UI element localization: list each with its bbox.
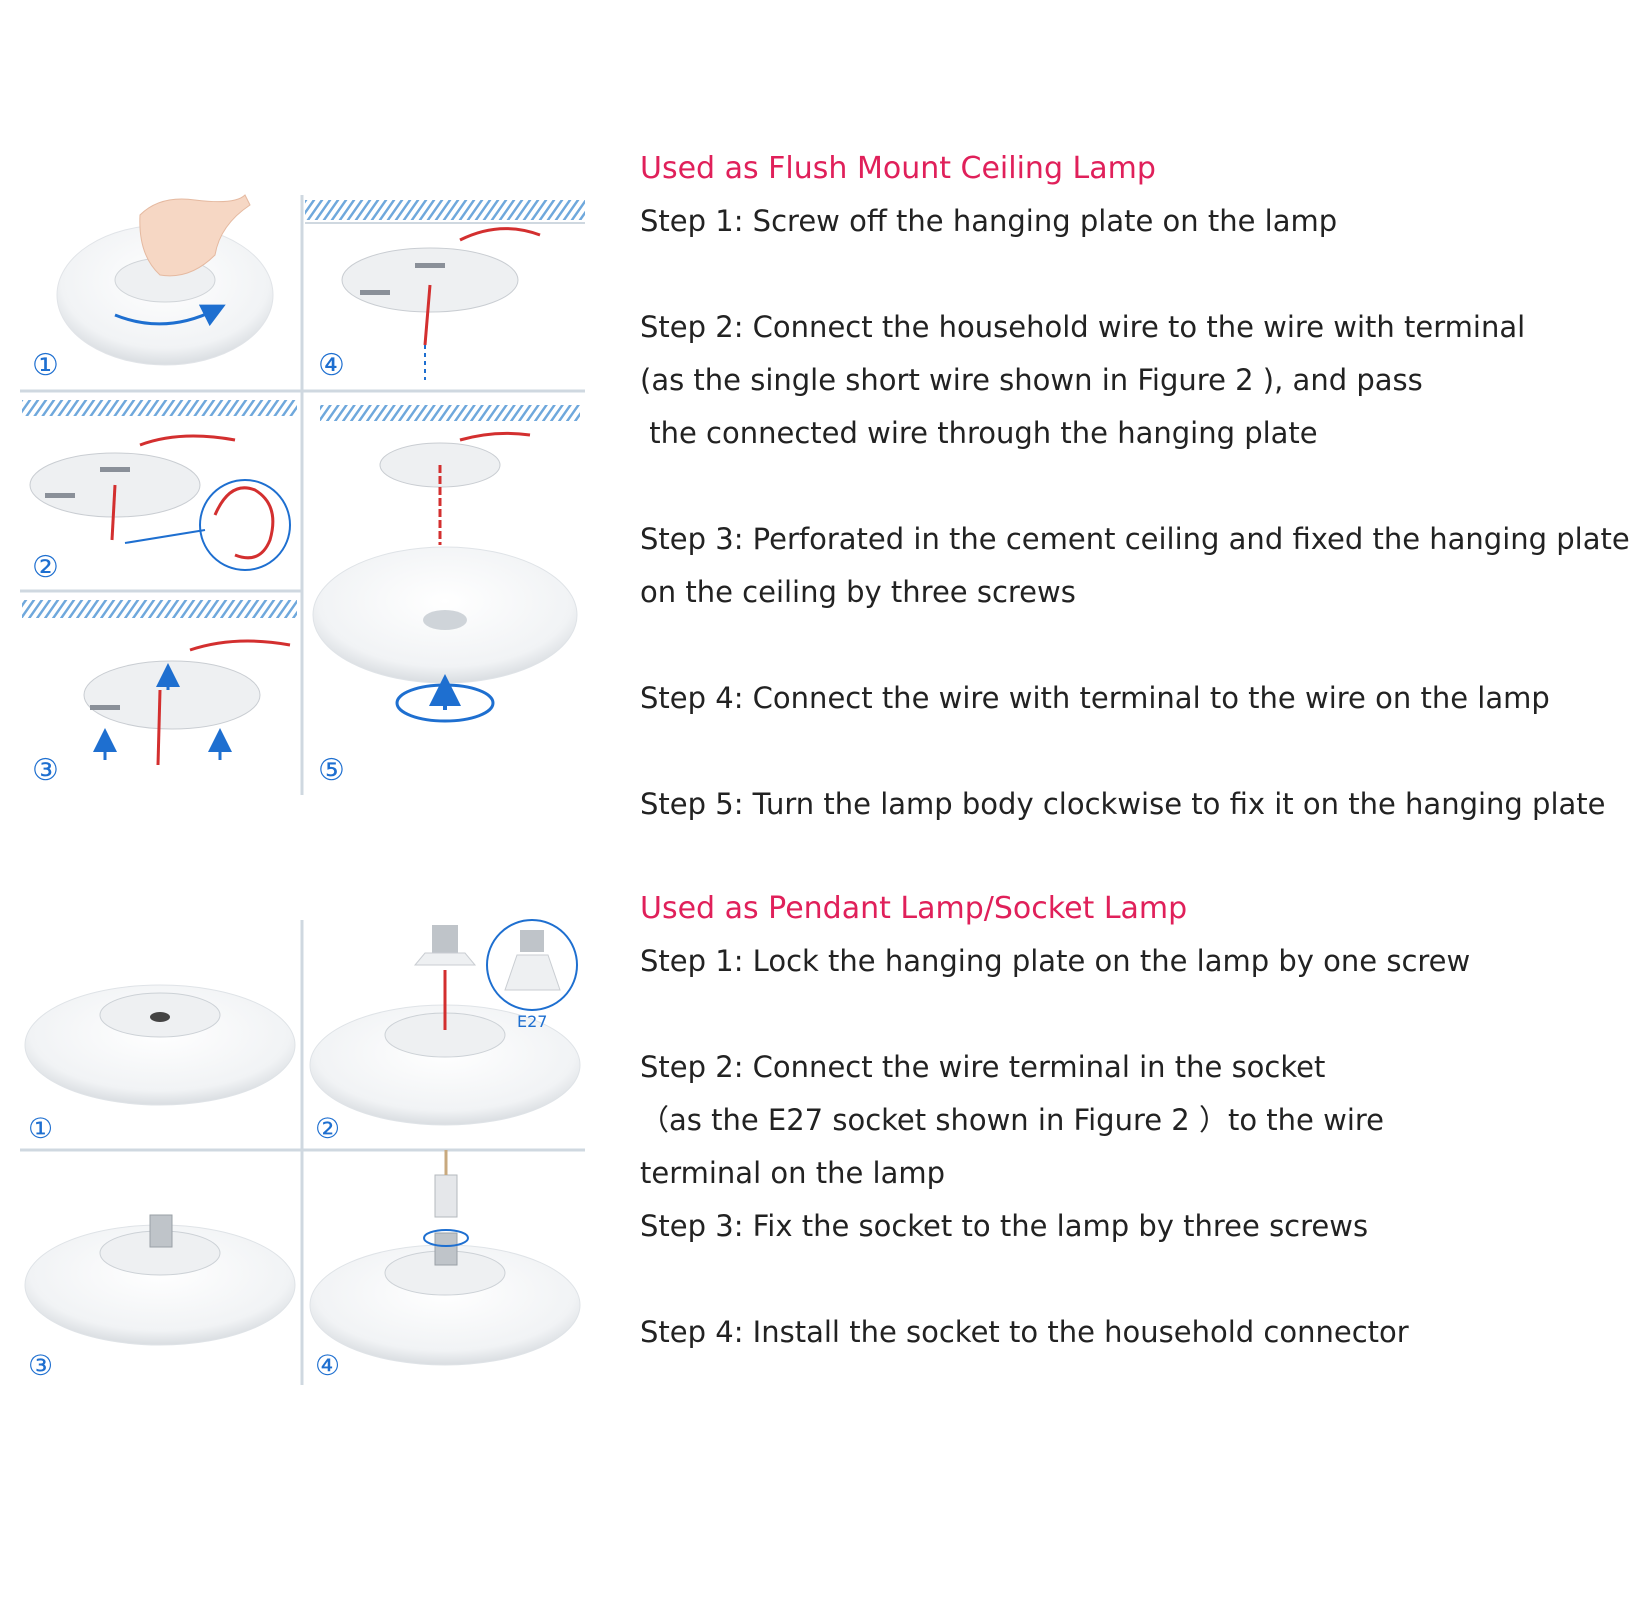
step-4: Step 4: Connect the wire with terminal t…: [640, 672, 1590, 725]
step-number: ③: [28, 1349, 53, 1382]
step-4: Step 4: Install the socket to the househ…: [640, 1306, 1590, 1359]
pendant-panel-2: E27: [309, 919, 581, 1126]
step-text-line: on the ceiling by three screws: [640, 575, 1076, 609]
pendant-panel-3: [24, 1214, 296, 1346]
step-number: ②: [32, 550, 59, 585]
spacer: [640, 248, 1590, 301]
pendant-section: Used as Pendant Lamp/Socket Lamp Step 1:…: [640, 882, 1590, 1359]
step-number: ②: [315, 1112, 340, 1145]
spacer: [640, 988, 1590, 1041]
panel-4-connect: [305, 200, 585, 380]
step-text-line: （as the E27 socket shown in Figure 2 ）to…: [640, 1103, 1385, 1137]
step-text-line: the connected wire through the hanging p…: [640, 416, 1318, 450]
panel-3-screws: [22, 600, 297, 766]
rotate-arrow-icon: [114, 304, 226, 327]
step-1: Step 1: Lock the hanging plate on the la…: [640, 935, 1590, 988]
step-text-line: Step 3: Fix the socket to the lamp by th…: [640, 1209, 1369, 1243]
step-text-line: terminal on the lamp: [640, 1156, 945, 1190]
step-number: ①: [28, 1112, 53, 1145]
step-number: ③: [32, 753, 59, 788]
wire: [459, 227, 541, 242]
step-text-line: Step 4: Connect the wire with terminal t…: [640, 681, 1550, 715]
flush-mount-section: Used as Flush Mount Ceiling Lamp Step 1:…: [640, 142, 1630, 831]
step-text-line: Step 5: Turn the lamp body clockwise to …: [640, 787, 1606, 821]
step-text-line: Step 3: Perforated in the cement ceiling…: [640, 522, 1630, 556]
step-text-line: Step 1: Lock the hanging plate on the la…: [640, 944, 1471, 978]
panel-5-turn: [312, 405, 580, 723]
spacer: [640, 460, 1590, 513]
step-list: Step 1: Lock the hanging plate on the la…: [640, 935, 1590, 1359]
flush-mount-diagram: ① ④ ②: [20, 194, 600, 805]
pendant-diagram: ① E27 ② ③ ④: [20, 919, 600, 1415]
step-2: Step 2: Connect the household wire to th…: [640, 301, 1590, 460]
socket-label: E27: [517, 1012, 547, 1031]
step-3: Step 3: Fix the socket to the lamp by th…: [640, 1200, 1590, 1253]
step-text-line: Step 2: Connect the household wire to th…: [640, 310, 1526, 344]
step-2: Step 2: Connect the wire terminal in the…: [640, 1041, 1590, 1200]
spacer: [640, 725, 1590, 778]
step-list: Step 1: Screw off the hanging plate on t…: [640, 195, 1630, 831]
step-text-line: Step 4: Install the socket to the househ…: [640, 1315, 1409, 1349]
step-3: Step 3: Perforated in the cement ceiling…: [640, 513, 1630, 619]
panel-1-unscrew: [56, 194, 274, 366]
spacer: [640, 619, 1590, 672]
pendant-panel-4: [309, 1150, 581, 1366]
section-title: Used as Flush Mount Ceiling Lamp: [640, 151, 1156, 186]
step-text-line: Step 2: Connect the wire terminal in the…: [640, 1050, 1326, 1084]
step-number: ①: [32, 348, 59, 383]
section-title: Used as Pendant Lamp/Socket Lamp: [640, 891, 1188, 926]
pendant-diagram-svg: ① E27 ② ③ ④: [20, 919, 585, 1385]
spacer: [640, 1253, 1590, 1306]
step-number: ⑤: [318, 753, 345, 788]
step-5: Step 5: Turn the lamp body clockwise to …: [640, 778, 1606, 831]
step-text-line: (as the single short wire shown in Figur…: [640, 363, 1423, 397]
pendant-panel-1: [24, 984, 296, 1106]
step-text-line: Step 1: Screw off the hanging plate on t…: [640, 204, 1338, 238]
panel-2-wire: [22, 400, 297, 571]
step-1: Step 1: Screw off the hanging plate on t…: [640, 195, 1590, 248]
wire: [423, 284, 432, 346]
step-number: ④: [315, 1349, 340, 1382]
flush-mount-diagram-svg: ① ④ ②: [20, 194, 585, 795]
step-number: ④: [318, 348, 345, 383]
hand-icon: [139, 194, 251, 277]
